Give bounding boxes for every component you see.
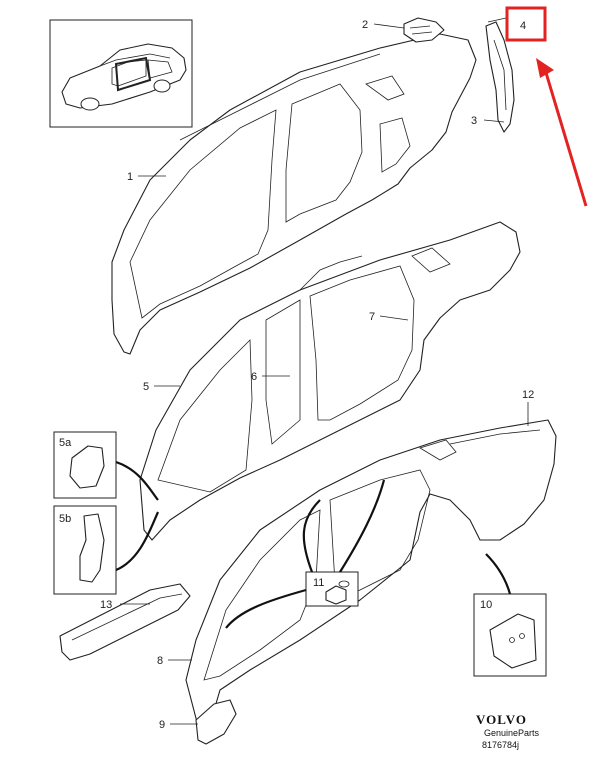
sill-panel <box>59 583 191 661</box>
callout-2: 2 <box>362 19 368 31</box>
brand-subtitle: GenuineParts <box>484 728 540 738</box>
callout-7: 7 <box>369 311 375 323</box>
callout-9: 9 <box>159 719 165 731</box>
callout-4: 4 <box>520 20 526 32</box>
highlight-callout-4 <box>505 6 588 207</box>
leader-lines <box>120 17 529 725</box>
callout-5a: 5a <box>59 437 72 449</box>
detail-10 <box>473 593 547 677</box>
car-thumbnail <box>49 19 193 128</box>
callout-8: 8 <box>157 655 163 667</box>
callout-12: 12 <box>522 389 534 401</box>
callout-10: 10 <box>480 599 492 611</box>
side-panel-outer <box>111 33 477 355</box>
callout-1: 1 <box>127 171 133 183</box>
rear-bracket <box>485 21 515 133</box>
detail-5b <box>53 505 117 595</box>
callout-6: 6 <box>251 371 257 383</box>
part-code: 8176784j <box>482 740 519 750</box>
detail-5a <box>53 431 117 499</box>
pointer-curves <box>115 460 512 629</box>
detail-11 <box>305 571 359 607</box>
callout-5: 5 <box>143 381 149 393</box>
side-panel-lower <box>185 419 557 727</box>
inner-panel-middle <box>139 221 521 541</box>
callout-13: 13 <box>100 599 112 611</box>
brand-logo: VOLVO <box>476 712 527 727</box>
upper-bracket <box>403 17 445 43</box>
callout-5b: 5b <box>59 513 71 525</box>
bottom-bracket <box>195 699 237 745</box>
callout-3: 3 <box>471 115 477 127</box>
callout-11: 11 <box>313 577 324 589</box>
